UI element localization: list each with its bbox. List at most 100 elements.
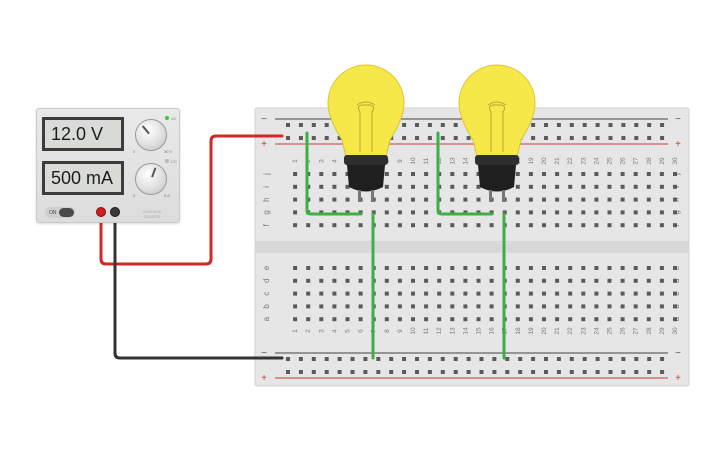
- rail-hole[interactable]: [556, 370, 561, 374]
- rail-hole[interactable]: [531, 136, 536, 140]
- hole-d20[interactable]: [542, 278, 546, 283]
- rail-hole[interactable]: [311, 357, 316, 361]
- hole-f6[interactable]: [358, 223, 363, 228]
- hole-g18[interactable]: [515, 210, 520, 215]
- hole-i24[interactable]: [594, 184, 599, 189]
- hole-f14[interactable]: [463, 223, 468, 228]
- hole-g9[interactable]: [397, 210, 402, 215]
- rail-hole[interactable]: [621, 136, 626, 140]
- hole-b24[interactable]: [594, 304, 599, 309]
- hole-d19[interactable]: [528, 278, 533, 283]
- hole-i26[interactable]: [620, 184, 625, 189]
- rail-hole[interactable]: [415, 370, 419, 374]
- hole-h14[interactable]: [463, 197, 468, 202]
- hole-b26[interactable]: [620, 304, 625, 309]
- hole-b3[interactable]: [319, 304, 324, 309]
- hole-d30[interactable]: [673, 278, 677, 283]
- hole-c30[interactable]: [673, 291, 677, 296]
- hole-a3[interactable]: [319, 317, 324, 322]
- hole-e1[interactable]: [293, 266, 298, 270]
- hole-c2[interactable]: [306, 291, 311, 296]
- hole-b22[interactable]: [568, 304, 573, 309]
- rail-hole[interactable]: [453, 136, 458, 140]
- hole-e30[interactable]: [673, 266, 677, 270]
- hole-e11[interactable]: [424, 266, 429, 270]
- rail-hole[interactable]: [647, 370, 652, 374]
- hole-f4[interactable]: [332, 223, 337, 228]
- hole-g5[interactable]: [345, 210, 350, 215]
- hole-i30[interactable]: [673, 184, 677, 189]
- hole-e21[interactable]: [555, 266, 560, 270]
- rail-hole[interactable]: [350, 357, 355, 361]
- rail-hole[interactable]: [286, 370, 290, 374]
- hole-e26[interactable]: [620, 266, 625, 270]
- hole-b27[interactable]: [633, 304, 638, 309]
- rail-hole[interactable]: [660, 370, 665, 374]
- hole-c29[interactable]: [659, 291, 664, 296]
- hole-e19[interactable]: [528, 266, 533, 270]
- rail-hole[interactable]: [531, 123, 536, 127]
- rail-hole[interactable]: [621, 357, 626, 361]
- hole-h13[interactable]: [450, 197, 455, 202]
- rail-hole[interactable]: [582, 123, 587, 127]
- hole-c16[interactable]: [489, 291, 494, 296]
- hole-h21[interactable]: [555, 197, 560, 202]
- hole-a16[interactable]: [489, 317, 494, 322]
- hole-b25[interactable]: [607, 304, 612, 309]
- rail-hole[interactable]: [608, 123, 613, 127]
- hole-a12[interactable]: [437, 317, 442, 322]
- hole-i9[interactable]: [397, 184, 402, 189]
- hole-d18[interactable]: [515, 278, 520, 283]
- rail-hole[interactable]: [415, 357, 419, 361]
- rail-hole[interactable]: [647, 357, 652, 361]
- hole-f20[interactable]: [542, 223, 546, 228]
- rail-hole[interactable]: [582, 136, 587, 140]
- hole-e3[interactable]: [319, 266, 324, 270]
- hole-h29[interactable]: [659, 197, 664, 202]
- rail-hole[interactable]: [492, 357, 497, 361]
- rail-hole[interactable]: [324, 370, 329, 374]
- hole-h23[interactable]: [581, 197, 586, 202]
- rail-hole[interactable]: [634, 123, 639, 127]
- hole-d5[interactable]: [345, 278, 350, 283]
- hole-c19[interactable]: [528, 291, 533, 296]
- jumper-wire-3[interactable]: [436, 131, 494, 216]
- hole-h10[interactable]: [411, 197, 415, 202]
- rail-hole[interactable]: [298, 357, 303, 361]
- rail-hole[interactable]: [363, 370, 368, 374]
- hole-f22[interactable]: [568, 223, 573, 228]
- rail-hole[interactable]: [621, 123, 626, 127]
- hole-f3[interactable]: [319, 223, 324, 228]
- hole-j4[interactable]: [332, 172, 337, 176]
- hole-h30[interactable]: [673, 197, 677, 202]
- hole-d24[interactable]: [594, 278, 599, 283]
- hole-f19[interactable]: [528, 223, 533, 228]
- hole-a30[interactable]: [673, 317, 677, 322]
- rail-hole[interactable]: [350, 370, 355, 374]
- hole-d13[interactable]: [450, 278, 455, 283]
- rail-hole[interactable]: [415, 123, 419, 127]
- hole-g3[interactable]: [319, 210, 324, 215]
- hole-c25[interactable]: [607, 291, 612, 296]
- hole-g17[interactable]: [502, 210, 507, 215]
- rail-hole[interactable]: [311, 370, 316, 374]
- rail-hole[interactable]: [453, 123, 458, 127]
- rail-hole[interactable]: [427, 136, 432, 140]
- rail-hole[interactable]: [608, 136, 613, 140]
- rail-hole[interactable]: [531, 357, 536, 361]
- hole-b21[interactable]: [555, 304, 560, 309]
- hole-f25[interactable]: [607, 223, 612, 228]
- hole-c11[interactable]: [424, 291, 429, 296]
- rail-hole[interactable]: [505, 357, 510, 361]
- hole-f21[interactable]: [555, 223, 560, 228]
- hole-f11[interactable]: [424, 223, 429, 228]
- hole-a26[interactable]: [620, 317, 625, 322]
- hole-b28[interactable]: [646, 304, 651, 309]
- hole-g30[interactable]: [673, 210, 677, 215]
- hole-b5[interactable]: [345, 304, 350, 309]
- hole-b23[interactable]: [581, 304, 586, 309]
- hole-d27[interactable]: [633, 278, 638, 283]
- hole-j22[interactable]: [568, 172, 573, 176]
- rail-hole[interactable]: [660, 123, 665, 127]
- rail-hole[interactable]: [608, 357, 613, 361]
